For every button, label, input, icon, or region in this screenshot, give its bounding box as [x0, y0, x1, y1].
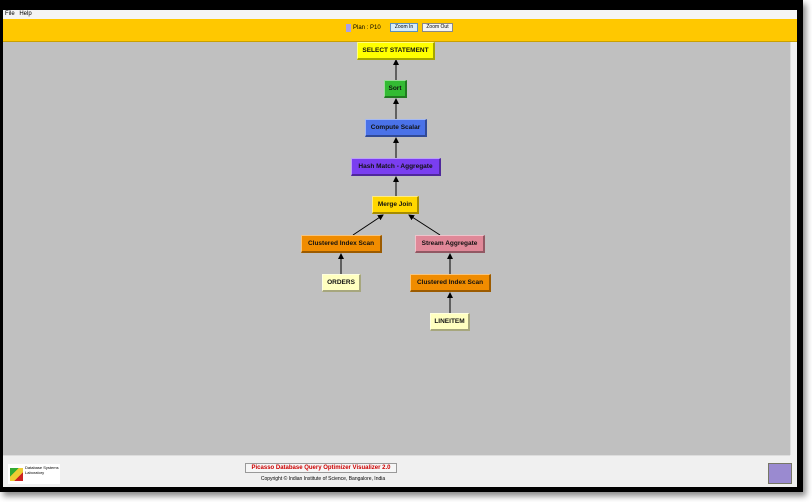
- dsl-logo: Database Systems Laboratory: [8, 464, 60, 484]
- menu-help[interactable]: Help: [19, 11, 32, 17]
- node-lineitem[interactable]: LINEITEM: [430, 313, 470, 331]
- iisc-seal-logo: [768, 463, 792, 484]
- edge-cis-merge: [352, 214, 384, 236]
- node-clustered-index-scan-lineitem[interactable]: Clustered Index Scan: [410, 274, 491, 292]
- node-orders[interactable]: ORDERS: [322, 274, 361, 292]
- toolbar: Plan : P10 Zoom In Zoom Out: [3, 19, 797, 42]
- footer: Database Systems Laboratory Picasso Data…: [3, 461, 797, 487]
- node-merge-join[interactable]: Merge Join: [372, 196, 419, 214]
- plan-edges: [338, 59, 453, 313]
- copyright-text: Copyright © Indian Institute of Science,…: [260, 476, 386, 482]
- app-window: File Help Plan : P10 Zoom In Zoom Out SE…: [3, 10, 797, 487]
- plan-label: Plan : P10: [353, 25, 381, 31]
- node-select-statement[interactable]: SELECT STATEMENT: [357, 42, 435, 60]
- node-clustered-index-scan-orders[interactable]: Clustered Index Scan: [301, 235, 382, 253]
- app-title-button[interactable]: Picasso Database Query Optimizer Visuali…: [245, 463, 397, 473]
- node-hash-match-aggregate[interactable]: Hash Match - Aggregate: [351, 158, 441, 176]
- horizontal-scrollbar[interactable]: [3, 455, 790, 461]
- menu-file[interactable]: File: [5, 11, 15, 17]
- plan-color-swatch: [346, 24, 351, 32]
- zoom-in-button[interactable]: Zoom In: [390, 23, 418, 32]
- plan-tree-canvas: SELECT STATEMENT Sort Compute Scalar Has…: [3, 42, 790, 455]
- edge-stream-merge: [408, 214, 441, 236]
- zoom-out-button[interactable]: Zoom Out: [422, 23, 453, 32]
- node-stream-aggregate[interactable]: Stream Aggregate: [415, 235, 485, 253]
- menu-bar: File Help: [3, 10, 797, 19]
- node-sort[interactable]: Sort: [384, 80, 407, 98]
- node-compute-scalar[interactable]: Compute Scalar: [365, 119, 427, 137]
- logo-text: Database Systems Laboratory: [25, 465, 59, 475]
- vertical-scrollbar[interactable]: [790, 42, 797, 455]
